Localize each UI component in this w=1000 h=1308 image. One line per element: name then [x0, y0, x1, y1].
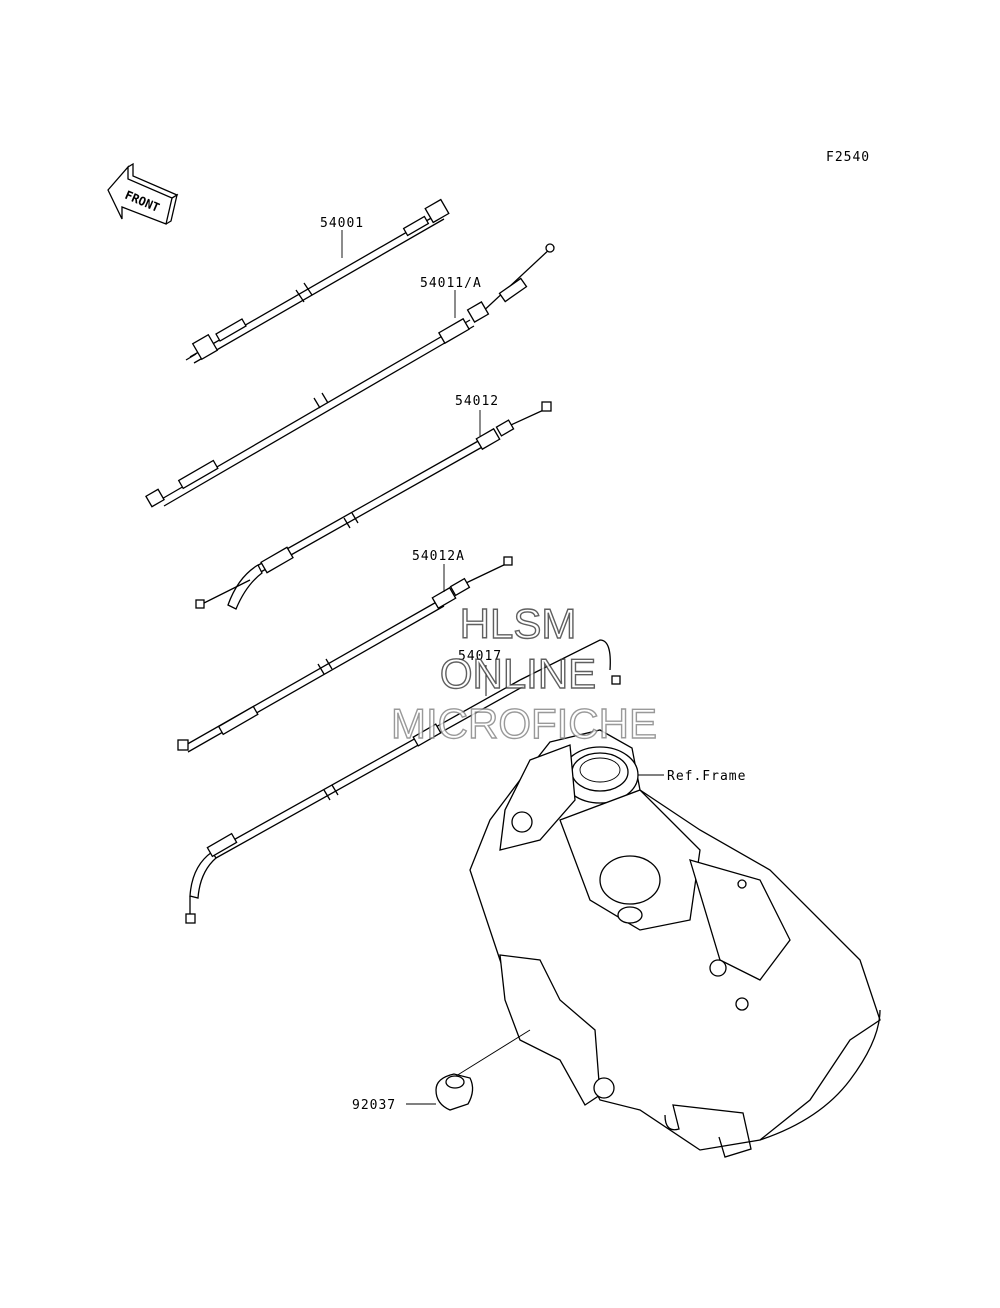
part-label-54001: 54001 [320, 216, 364, 231]
watermark: HLSM ONLINE MICROFICHE [390, 599, 657, 747]
cable-54017 [185, 639, 621, 924]
part-label-54012A: 54012A [412, 549, 465, 564]
clamp-92037 [435, 1073, 474, 1111]
watermark-line-2: ONLINE [440, 650, 596, 697]
frame-assembly [469, 729, 881, 1158]
cable-54012 [195, 401, 552, 610]
part-label-54011A: 54011/A [420, 276, 482, 291]
watermark-line-3: MICROFICHE [391, 700, 657, 747]
leader-92037-to-frame [455, 1029, 531, 1077]
figure-code: F2540 [826, 150, 870, 165]
watermark-line-1: HLSM [460, 600, 577, 647]
part-label-92037: 92037 [352, 1098, 396, 1113]
ref-frame-label: Ref.Frame [667, 769, 746, 784]
part-label-54017: 54017 [458, 649, 502, 664]
cable-54012A [177, 556, 513, 753]
part-label-54012: 54012 [455, 394, 499, 409]
cable-54001 [185, 198, 450, 364]
cable-54011A [145, 243, 555, 508]
front-arrow-icon: FRONT [107, 162, 179, 225]
